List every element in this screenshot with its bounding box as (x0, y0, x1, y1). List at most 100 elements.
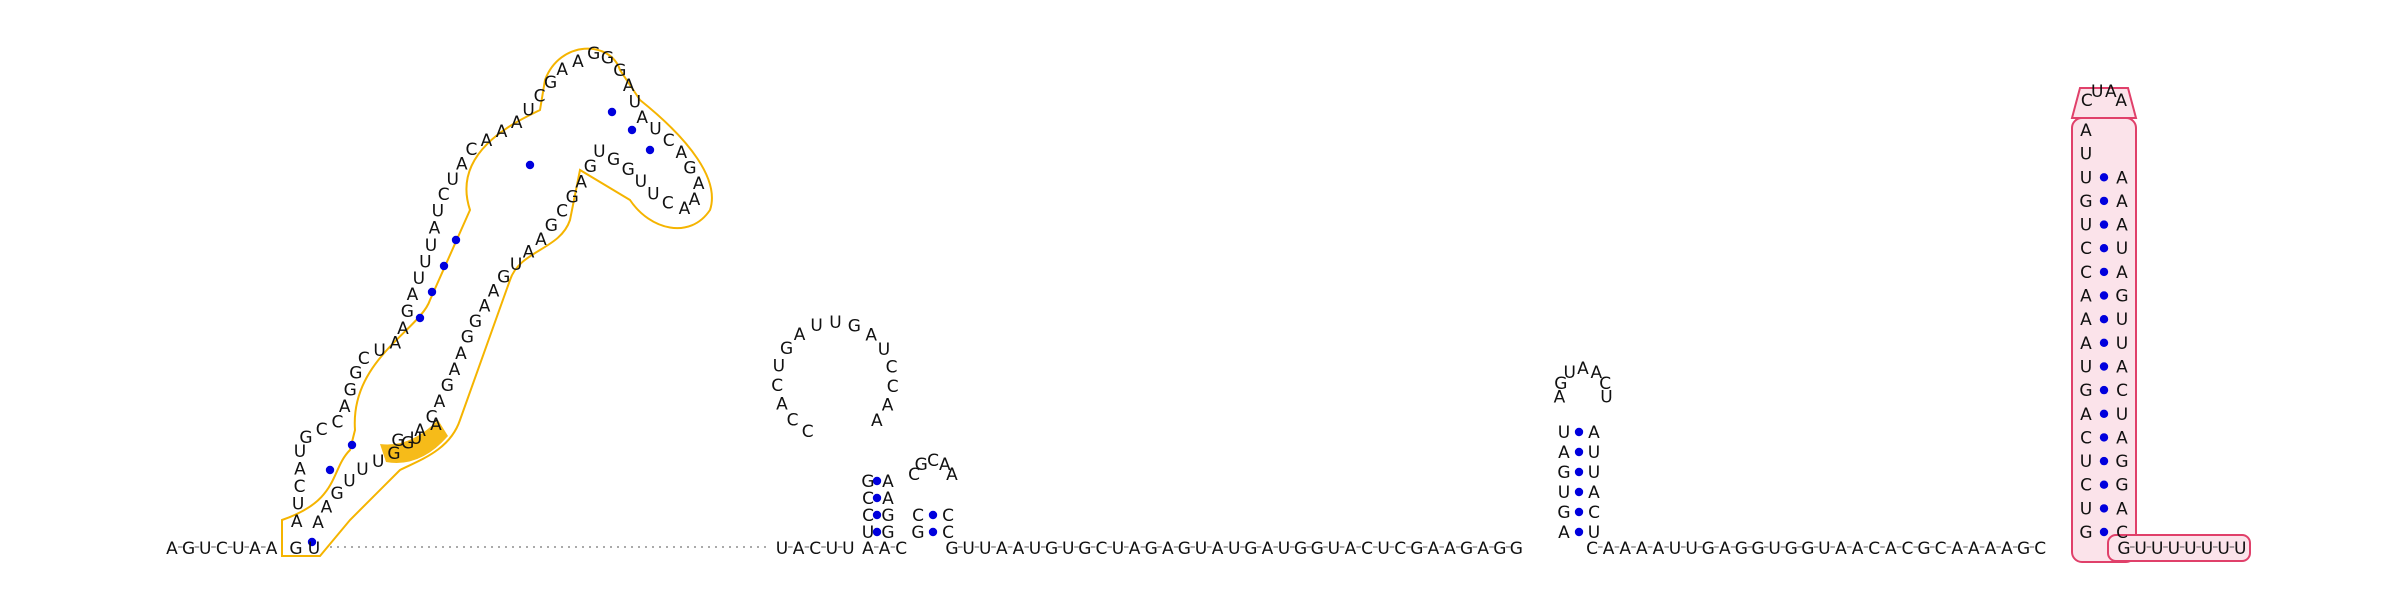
domain-nucleotide: G (344, 380, 357, 400)
loop-nucleotide: A (794, 325, 806, 345)
baseline-nucleotide: A (862, 539, 874, 559)
loop-nucleotide: C (908, 465, 920, 485)
baseline-nucleotide: U (842, 539, 854, 559)
baseline-nucleotide: G (1702, 539, 1715, 559)
highlighted-nucleotide: G (391, 431, 404, 451)
loop-nucleotide: A (882, 395, 894, 415)
baseline-nucleotide: A (1428, 539, 1440, 559)
baseline-nucleotide: U (1062, 539, 1074, 559)
domain-nucleotide: A (429, 219, 441, 239)
baseline-nucleotide: A (793, 539, 805, 559)
baseline-nucleotide: C (216, 539, 228, 559)
nucleotide: A (1558, 443, 1570, 463)
domain-nucleotide: G (613, 61, 626, 81)
domain-nucleotide: A (449, 360, 461, 380)
baseline-nucleotide: U (232, 539, 244, 559)
domain-nucleotide: G (566, 187, 579, 207)
baseline-nucleotide: U (1112, 539, 1124, 559)
stem-nucleotide: A (2116, 358, 2128, 378)
baseline-nucleotide: U (1377, 539, 1389, 559)
base-pair-dot (2099, 409, 2109, 418)
domain-nucleotide: C (358, 349, 370, 369)
domain-nucleotide: A (675, 143, 687, 163)
domain-nucleotide: C (663, 131, 675, 151)
domain-nucleotide: U (372, 452, 384, 472)
nucleotide: C (942, 523, 954, 543)
loop-nucleotide: C (771, 376, 783, 396)
domain-nucleotide: G (607, 150, 620, 170)
base-pair-dot (2099, 433, 2109, 442)
baseline-nucleotide: U (2184, 539, 2196, 559)
baseline-nucleotide: C (895, 539, 907, 559)
loop-nucleotide: U (2091, 82, 2103, 102)
baseline-nucleotide: C (1361, 539, 1373, 559)
nucleotide: U (1588, 523, 1600, 543)
loop-nucleotide: U (1600, 388, 1612, 408)
domain-highlights (281, 47, 2251, 563)
baseline-nucleotide: U (1768, 539, 1780, 559)
loop-nucleotide: A (2115, 91, 2127, 111)
domain-nucleotide: G (622, 160, 635, 180)
nucleotide: G (861, 472, 874, 492)
nucleotide: U (1588, 463, 1600, 483)
baseline-nucleotide: A (1968, 539, 1980, 559)
baseline-nucleotide: U (2201, 539, 2213, 559)
nucleotide: A (1558, 523, 1570, 543)
baseline-nucleotide: G (2017, 539, 2030, 559)
domain-highlight-pink-tail (2107, 534, 2251, 562)
base-pair-dot (645, 145, 655, 155)
baseline-nucleotide: U (979, 539, 991, 559)
base-pair-dot (607, 107, 617, 117)
domain-nucleotide: G (544, 73, 557, 93)
baseline-nucleotide: U (2234, 539, 2246, 559)
domain-nucleotide: U (593, 142, 605, 162)
loop-nucleotide: A (865, 326, 877, 346)
stem-nucleotide: C (2116, 381, 2128, 401)
domain-nucleotide: A (294, 460, 306, 480)
loop-nucleotide: A (1590, 363, 1602, 383)
nucleotide: G (1557, 503, 1570, 523)
domain-nucleotide: G (461, 327, 474, 347)
baseline-nucleotide: G (1145, 539, 1158, 559)
domain-nucleotide: A (535, 230, 547, 250)
base-pair-dot (2099, 385, 2109, 395)
nucleotide: U (1558, 423, 1570, 443)
baseline-nucleotide: U (1669, 539, 1681, 559)
base-pairs (307, 107, 2109, 547)
domain-nucleotide: G (545, 216, 558, 236)
baseline-nucleotide: U (308, 539, 320, 559)
baseline-nucleotide: U (2134, 539, 2146, 559)
loop-nucleotide: A (946, 465, 958, 485)
nucleotide: C (912, 506, 924, 526)
loop-nucleotide: A (939, 455, 951, 475)
loop-nucleotide: U (1563, 363, 1575, 383)
baseline-nucleotide: G (1493, 539, 1506, 559)
domain-nucleotide: C (556, 202, 568, 222)
stem-nucleotide: A (2116, 428, 2128, 448)
baseline-nucleotide: A (1129, 539, 1141, 559)
baseline-nucleotide: G (1751, 539, 1764, 559)
stem-nucleotide: G (2079, 192, 2092, 212)
domain-nucleotide: A (693, 174, 705, 194)
loop-nucleotide: A (871, 411, 883, 431)
domain-nucleotide: A (389, 333, 401, 353)
baseline-nucleotide: U (1328, 539, 1340, 559)
loop-nucleotide: C (787, 411, 799, 431)
baseline-nucleotide: G (1244, 539, 1257, 559)
nucleotide: G (881, 506, 894, 526)
baseline-nucleotide: A (1653, 539, 1665, 559)
stem-nucleotide: A (2080, 287, 2092, 307)
domain-nucleotide: U (647, 184, 659, 204)
base-pair-dot (872, 493, 882, 503)
baseline-nucleotide: A (1636, 539, 1648, 559)
loop-nucleotide: G (848, 316, 861, 336)
base-pair-dot (2099, 291, 2109, 300)
domain-nucleotide: G (299, 428, 312, 448)
base-pair-dot (439, 261, 449, 271)
loop-nucleotide: C (802, 422, 814, 442)
domain-nucleotide: A (511, 113, 523, 133)
loop-nucleotide: G (780, 339, 793, 359)
domain-nucleotide: A (321, 498, 333, 518)
baseline-nucleotide: A (1619, 539, 1631, 559)
